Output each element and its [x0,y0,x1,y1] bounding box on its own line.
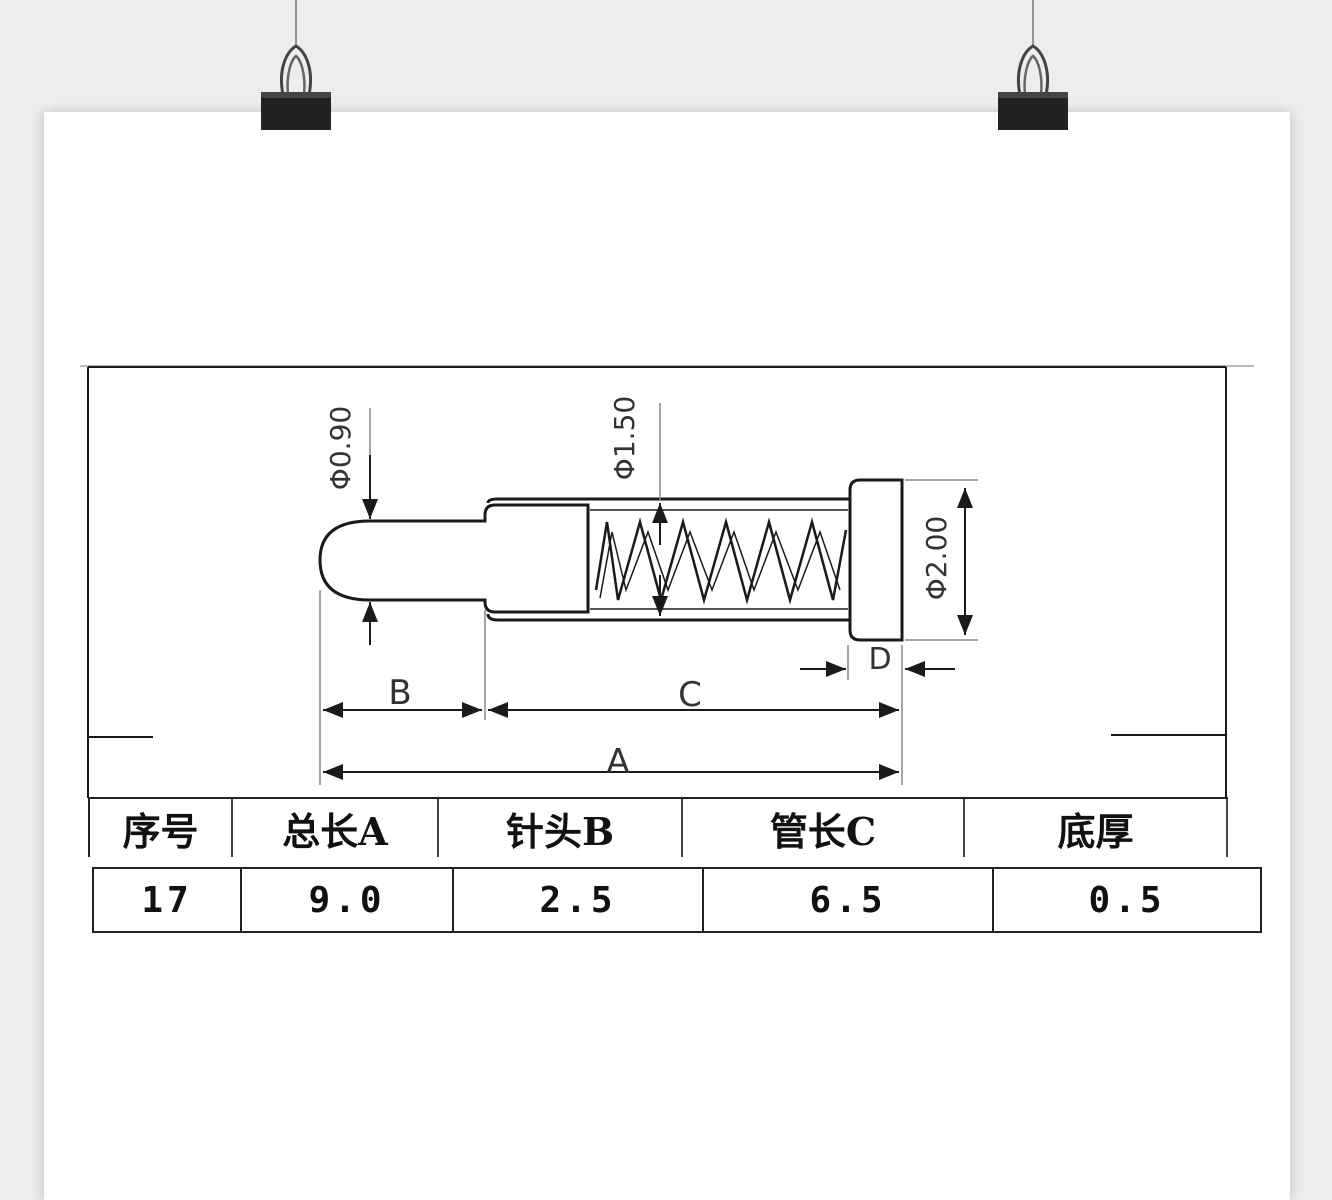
binder-clip-right-icon [998,0,1068,130]
value-total-length: 9.0 [242,869,454,931]
pin-outline [318,478,904,642]
header-base-thickness: 底厚 [965,799,1228,857]
dimension-lines [319,403,978,785]
spec-table-values: 17 9.0 2.5 6.5 0.5 [92,867,1262,933]
value-base-thickness: 0.5 [1088,879,1166,921]
label-base-diameter: Φ2.00 [920,516,953,600]
label-barrel-diameter: Φ1.50 [608,396,641,480]
label-a: A [606,742,629,782]
value-tube-length: 6.5 [704,869,994,931]
label-b: B [388,673,411,713]
header-tip-length: 针头B [439,799,683,857]
value-index: 17 [94,869,242,931]
label-c: C [678,675,702,715]
label-tip-diameter: Φ0.90 [324,406,357,490]
poster-sheet [44,112,1290,1200]
drawing-frame [80,365,1254,798]
binder-clip-left-icon [261,0,331,130]
dimension-arrows [323,455,973,780]
label-d: D [868,642,891,677]
value-tip-length: 2.5 [454,869,704,931]
header-tube-length: 管长C [683,799,965,857]
spec-table-header: 序号 总长A 针头B 管长C 底厚 [88,797,1228,857]
header-index: 序号 [88,799,233,857]
dimension-labels: B C A D Φ0.90 Φ1.50 Φ2.00 [324,396,953,782]
header-total-length: 总长A [233,799,439,857]
